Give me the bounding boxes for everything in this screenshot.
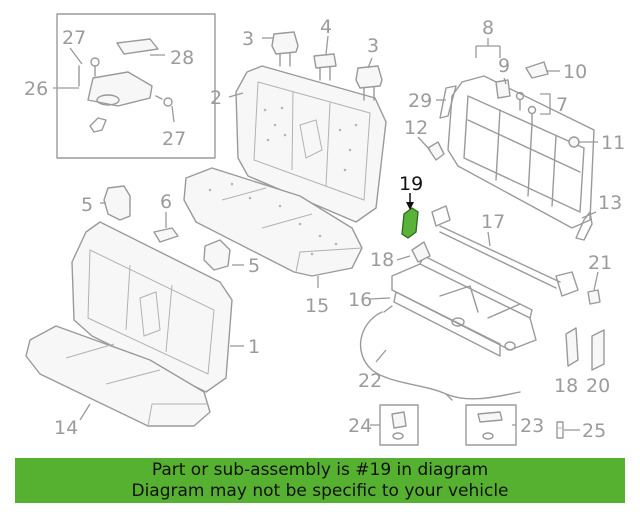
part-21-clip[interactable] bbox=[587, 289, 601, 305]
callout-23[interactable]: 23 bbox=[520, 415, 544, 437]
part-17-rod-assembly[interactable] bbox=[431, 205, 579, 297]
callout-4[interactable]: 4 bbox=[320, 16, 332, 38]
part-5-bolster-left[interactable] bbox=[103, 185, 131, 221]
callout-21[interactable]: 21 bbox=[588, 252, 612, 274]
part-5-bolster-lower[interactable] bbox=[203, 239, 231, 271]
leader-lines bbox=[53, 35, 599, 431]
part-20-bracket[interactable] bbox=[591, 329, 605, 371]
callout-5-lower[interactable]: 5 bbox=[248, 255, 260, 277]
part-25-bolt[interactable] bbox=[556, 421, 564, 439]
info-banner: Part or sub-assembly is #19 in diagram D… bbox=[15, 458, 625, 503]
part-18-bracket-upper[interactable] bbox=[411, 241, 431, 263]
inset-box bbox=[56, 13, 216, 159]
callout-22[interactable]: 22 bbox=[358, 370, 382, 392]
callout-11[interactable]: 11 bbox=[601, 132, 625, 154]
part-27-bolt-top[interactable] bbox=[90, 57, 100, 77]
callout-20[interactable]: 20 bbox=[586, 375, 610, 397]
part-12-bracket[interactable] bbox=[427, 141, 445, 161]
part-19-highlighted[interactable] bbox=[401, 207, 419, 239]
part-13-hook[interactable] bbox=[575, 211, 593, 241]
cable-ends bbox=[383, 305, 453, 401]
latch-bracket[interactable] bbox=[89, 117, 107, 133]
part-8-seat-frame[interactable] bbox=[447, 75, 595, 229]
part-22-cable[interactable] bbox=[359, 311, 521, 400]
callout-25[interactable]: 25 bbox=[582, 420, 606, 442]
parts-diagram: 27 28 26 27 2 3 4 3 5 6 5 1 14 15 8 9 10… bbox=[24, 13, 625, 446]
part-3-headrest-right[interactable] bbox=[355, 65, 383, 101]
callout-9[interactable]: 9 bbox=[498, 55, 510, 77]
callout-6[interactable]: 6 bbox=[160, 191, 172, 213]
callout-5-left[interactable]: 5 bbox=[81, 194, 93, 216]
callout-15[interactable]: 15 bbox=[305, 295, 329, 317]
part-7-pins[interactable] bbox=[515, 91, 537, 125]
part-29-rod[interactable] bbox=[439, 85, 457, 119]
callout-27-top[interactable]: 27 bbox=[62, 27, 86, 49]
part-11-grommet[interactable] bbox=[568, 136, 580, 148]
callout-16[interactable]: 16 bbox=[348, 289, 372, 311]
callout-17[interactable]: 17 bbox=[481, 211, 505, 233]
part-14-seat-cushion-lower[interactable] bbox=[25, 325, 211, 427]
callout-labels: 27 28 26 27 2 3 4 3 5 6 5 1 14 15 8 9 10… bbox=[24, 16, 625, 442]
callout-10[interactable]: 10 bbox=[563, 61, 587, 83]
callout-13[interactable]: 13 bbox=[598, 192, 622, 214]
part-27-bolt-bottom[interactable] bbox=[155, 95, 173, 107]
callout-18-lower[interactable]: 18 bbox=[554, 375, 578, 397]
callout-19-arrow bbox=[406, 193, 414, 210]
part-16-base-frame[interactable] bbox=[391, 255, 537, 357]
part-9-latch[interactable] bbox=[495, 79, 511, 99]
callout-3-right[interactable]: 3 bbox=[367, 35, 379, 57]
callout-26[interactable]: 26 bbox=[24, 78, 48, 100]
callout-8[interactable]: 8 bbox=[482, 17, 494, 39]
banner-line-1: Part or sub-assembly is #19 in diagram bbox=[151, 460, 489, 480]
part-1-seat-back-lower[interactable] bbox=[71, 221, 233, 393]
callout-14[interactable]: 14 bbox=[54, 417, 78, 439]
detail-box-24 bbox=[379, 404, 419, 446]
callout-19-highlighted[interactable]: 19 bbox=[399, 173, 423, 195]
part-28-cover[interactable] bbox=[116, 38, 159, 55]
part-6-block[interactable] bbox=[153, 227, 179, 243]
part-3-headrest-left[interactable] bbox=[271, 31, 299, 67]
callout-2[interactable]: 2 bbox=[210, 87, 222, 109]
part-15-seat-cushion-upper[interactable] bbox=[183, 167, 363, 277]
callout-7[interactable]: 7 bbox=[556, 94, 568, 116]
callout-12[interactable]: 12 bbox=[404, 117, 428, 139]
detail-box-23 bbox=[465, 404, 517, 446]
callout-27-bottom[interactable]: 27 bbox=[162, 128, 186, 150]
callout-3-left[interactable]: 3 bbox=[242, 28, 254, 50]
part-10-clip[interactable] bbox=[525, 61, 549, 79]
part-4-headrest-center[interactable] bbox=[313, 53, 337, 81]
banner-line-2: Diagram may not be specific to your vehi… bbox=[131, 481, 509, 501]
callout-29[interactable]: 29 bbox=[408, 90, 432, 112]
callout-28[interactable]: 28 bbox=[170, 47, 194, 69]
callout-1[interactable]: 1 bbox=[248, 336, 260, 358]
callout-24[interactable]: 24 bbox=[348, 415, 372, 437]
part-18-bracket-lower[interactable] bbox=[565, 327, 579, 367]
part-26-armrest-body[interactable] bbox=[87, 71, 153, 107]
callout-18-upper[interactable]: 18 bbox=[370, 249, 394, 271]
part-2-seat-back-upper[interactable] bbox=[235, 65, 387, 223]
